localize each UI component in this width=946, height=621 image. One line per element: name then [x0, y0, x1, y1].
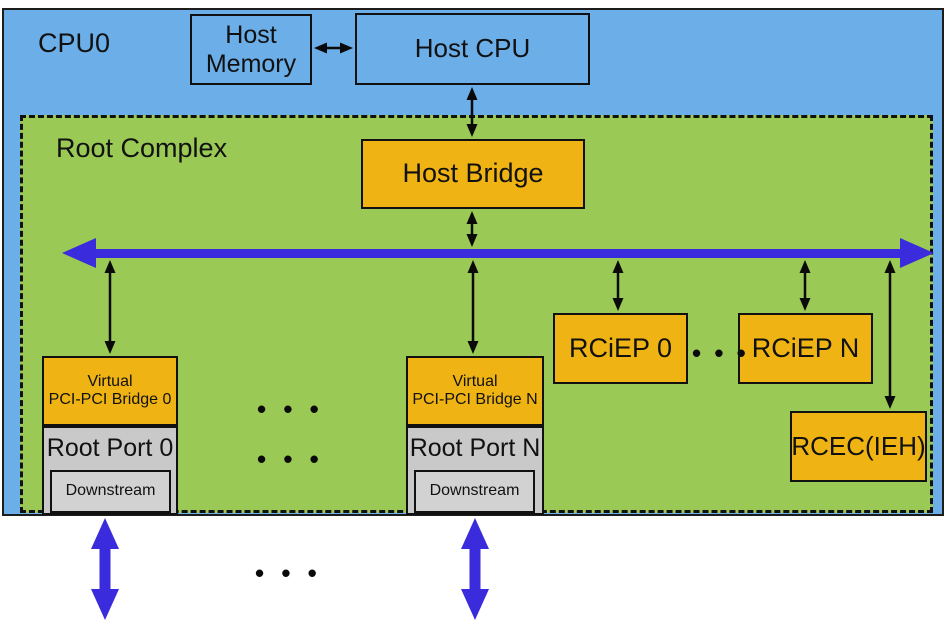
- host-memory-box: Host Memory: [190, 14, 312, 85]
- virtual-pci-bridge-0-box: Virtual PCI-PCI Bridge 0: [42, 356, 178, 426]
- host-bridge-box: Host Bridge: [361, 139, 585, 209]
- rciep-n-box: RCiEP N: [738, 313, 873, 384]
- downstream-link-ellipsis: • • •: [255, 558, 322, 588]
- virtual-pci-bridge-n-box: Virtual PCI-PCI Bridge N: [406, 356, 544, 426]
- virtual-pci-bridge-n-line2: PCI-PCI Bridge N: [412, 391, 538, 408]
- downstream-link-0-arrow-icon: [91, 518, 119, 620]
- virtual-pci-bridge-0-line1: Virtual: [87, 372, 133, 390]
- root-port-n-downstream-box: Downstream: [414, 470, 535, 513]
- root-complex-label: Root Complex: [56, 133, 228, 163]
- downstream-link-n-arrow-icon: [461, 518, 489, 620]
- rcec-ieh-box: RCEC(IEH): [790, 411, 927, 482]
- root-port-ellipsis-upper: • • •: [257, 394, 324, 424]
- virtual-pci-bridge-0-line2: PCI-PCI Bridge 0: [48, 391, 172, 408]
- root-port-0-downstream-box: Downstream: [50, 470, 171, 513]
- virtual-pci-bridge-n-line1: Virtual: [452, 372, 498, 390]
- host-cpu-box: Host CPU: [355, 13, 590, 85]
- rciep-ellipsis: • • •: [692, 338, 749, 368]
- root-port-ellipsis-lower: • • •: [257, 444, 324, 474]
- rciep-0-box: RCiEP 0: [553, 313, 688, 384]
- cpu0-label: CPU0: [38, 28, 111, 58]
